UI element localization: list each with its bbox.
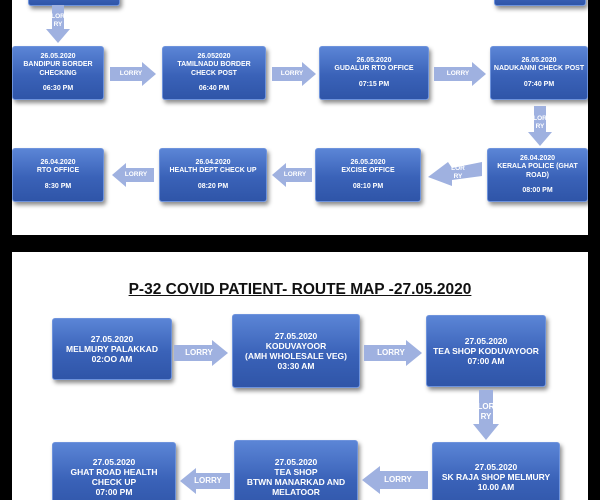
box-date: 27.05.2020: [92, 456, 136, 467]
box-date: 26.04.2020: [40, 158, 76, 166]
arrow-left-lorry: LORRY: [112, 163, 154, 187]
box-time: 07:40 PM: [523, 80, 555, 88]
arrow-right-lorry: LORRY: [272, 62, 316, 86]
arrow-label: LOR: [477, 402, 495, 412]
arrow-label: RY: [535, 123, 545, 130]
box-place: NADUKANNI CHECK POST: [493, 65, 585, 73]
route-box-partial-top-left: [28, 0, 120, 6]
arrow-right-lorry: LORRY: [434, 62, 486, 86]
box-place: CHECKING: [39, 69, 77, 77]
route-map-panel-bottom: P-32 COVID PATIENT- ROUTE MAP -27.05.202…: [12, 252, 588, 500]
box-time: 07:00 PM: [95, 487, 133, 498]
arrow-label: LOR: [51, 13, 65, 21]
box-place: TEA SHOP: [274, 466, 318, 477]
route-box-gudalur-rto: 26.05.2020 GUDALUR RTO OFFICE 07:15 PM: [319, 46, 429, 100]
route-box-rto-office: 26.04.2020 RTO OFFICE 8:30 PM: [12, 148, 104, 202]
arrow-label: LORRY: [280, 70, 304, 78]
arrow-left-lorry: LORRY: [180, 468, 230, 494]
box-time: 03:30 AM: [277, 361, 315, 372]
box-date: 27.05.2020: [90, 333, 134, 344]
arrow-label: LORRY: [124, 171, 148, 179]
route-box-tamilnadu-border: 26.052020 TAMILNADU BORDER CHECK POST 06…: [162, 46, 266, 100]
box-place: BTWN MANARKAD AND: [246, 477, 346, 487]
box-place: TEA SHOP KODUVAYOOR: [433, 345, 539, 356]
route-box-tea-shop-koduvayoor: 27.05.2020 TEA SHOP KODUVAYOOR 07:00 AM: [426, 315, 546, 387]
route-box-kerala-police: 26.04.2020 KERALA POLICE (GHAT ROAD) 08:…: [487, 148, 588, 202]
route-box-ghat-road-health: 27.05.2020 GHAT ROAD HEALTH CHECK UP 07:…: [52, 442, 176, 500]
arrow-label: LORRY: [194, 476, 222, 486]
arrow-label: LORRY: [283, 171, 307, 179]
arrow-label: LORRY: [446, 70, 470, 78]
route-box-koduvayoor-amh: 27.05.2020 KODUVAYOOR (AMH WHOLESALE VEG…: [232, 314, 360, 388]
route-box-health-dept: 26.04.2020 HEALTH DEPT CHECK UP 08:20 PM: [159, 148, 267, 202]
arrow-label: RY: [53, 21, 63, 28]
box-place: CHECK POST: [191, 69, 237, 77]
box-date: 27.05.2020: [274, 456, 318, 467]
box-date: 26.05.2020: [356, 56, 392, 64]
route-box-bandipur: 26.05.2020 BANDIPUR BORDER CHECKING 06:3…: [12, 46, 104, 100]
box-place: (AMH WHOLESALE VEG): [245, 351, 347, 361]
arrow-label: LORRY: [119, 70, 143, 78]
box-place: KERALA POLICE (GHAT: [497, 163, 578, 171]
page-title: P-32 COVID PATIENT- ROUTE MAP -27.05.202…: [128, 281, 472, 298]
box-place: MELMURY PALAKKAD: [66, 343, 158, 354]
box-place: EXCISE OFFICE: [341, 167, 395, 175]
box-time: 06:40 PM: [198, 84, 230, 92]
box-date: 26.05.2020: [40, 52, 76, 60]
box-place: TAMILNADU BORDER: [177, 61, 251, 69]
route-box-sk-raja-shop: 27.05.2020 SK RAJA SHOP MELMURY 10.00 AM: [432, 442, 560, 500]
arrow-left-lorry: LORRY: [272, 163, 312, 187]
box-time: 08:10 PM: [352, 182, 384, 190]
box-place: CHECK UP: [91, 477, 137, 487]
arrow-label: LORRY: [185, 348, 213, 358]
box-date: 27.05.2020: [474, 461, 518, 472]
route-box-excise-office: 26.05.2020 EXCISE OFFICE 08:10 PM: [315, 148, 421, 202]
route-box-partial-top-right: [494, 0, 586, 6]
box-time: 10.00 AM: [477, 482, 515, 493]
box-place: RTO OFFICE: [36, 167, 80, 175]
arrow-right-lorry: LORRY: [110, 62, 156, 86]
arrow-label: RY: [480, 412, 492, 421]
box-date: 26.04.2020: [519, 154, 556, 162]
box-place: HEALTH DEPT CHECK UP: [169, 167, 257, 175]
box-date: 26.05.2020: [350, 158, 386, 166]
box-place: BANDIPUR BORDER: [23, 61, 93, 69]
box-place: GHAT ROAD HEALTH: [70, 466, 158, 477]
box-time: 08:00 PM: [522, 186, 553, 194]
box-date: 27.05.2020: [464, 335, 508, 346]
box-date: 26.052020: [197, 52, 231, 60]
box-time: 07:15 PM: [358, 80, 390, 88]
arrow-left-lorry: LORRY: [362, 466, 428, 494]
arrow-label: LOR: [533, 115, 547, 123]
route-box-nadukanni: 26.05.2020 NADUKANNI CHECK POST 07:40 PM: [490, 46, 588, 100]
box-place: GUDALUR RTO OFFICE: [334, 65, 414, 73]
box-date: 26.05.2020: [521, 56, 557, 64]
box-date: 27.05.2020: [274, 330, 318, 341]
box-time: 06:30 PM: [42, 84, 74, 92]
box-place: ROAD): [526, 171, 549, 179]
arrow-right-lorry: LORRY: [364, 340, 422, 366]
arrow-label: RY: [453, 173, 463, 180]
arrow-right-lorry: LORRY: [174, 340, 228, 366]
box-place: SK RAJA SHOP MELMURY: [441, 471, 551, 482]
route-box-tea-shop-manarkad: 27.05.2020 TEA SHOP BTWN MANARKAD AND ME…: [234, 440, 358, 500]
arrow-label: LORRY: [377, 348, 405, 358]
arrow-label: LOR: [451, 165, 465, 173]
box-time: 08:20 PM: [197, 182, 229, 190]
box-time: 02:OO AM: [91, 354, 133, 365]
box-place: MELATOOR: [272, 487, 320, 498]
arrow-label: LORRY: [384, 475, 412, 485]
box-time: 07:00 AM: [467, 356, 505, 367]
box-place: KODUVAYOOR: [265, 340, 327, 351]
box-time: 8:30 PM: [44, 182, 72, 190]
box-date: 26.04.2020: [195, 158, 231, 166]
route-box-melmury-palakkad: 27.05.2020 MELMURY PALAKKAD 02:OO AM: [52, 318, 172, 380]
